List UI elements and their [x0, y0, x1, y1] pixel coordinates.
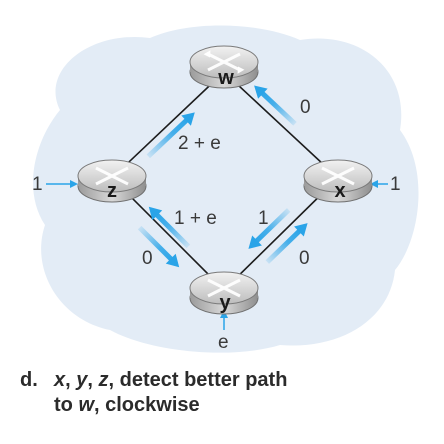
router-x-label: x — [334, 180, 345, 202]
caption: d. x, y, z, detect better path to w, clo… — [20, 368, 432, 418]
router-z — [77, 159, 147, 203]
label-y-to-z: 1 + e — [174, 208, 217, 229]
router-y-label: y — [219, 292, 231, 314]
message-arrows — [137, 85, 308, 268]
arrow-y-to-x — [265, 223, 308, 264]
router-w — [189, 45, 259, 89]
arrow-x-to-y — [248, 208, 291, 249]
network-cloud — [33, 25, 419, 353]
label-y-to-x: 0 — [299, 248, 310, 269]
input-arrow-z — [46, 180, 78, 188]
input-label-x: 1 — [390, 174, 401, 195]
caption-letter: d. — [20, 369, 38, 391]
label-z-to-y: 0 — [142, 248, 153, 269]
router-z-label: z — [107, 180, 117, 202]
router-w-label: w — [217, 67, 234, 89]
link-z-w — [111, 71, 225, 179]
caption-line-2: to w, clockwise — [54, 394, 200, 416]
arrow-z-to-w — [146, 112, 195, 159]
label-x-to-y: 1 — [258, 208, 269, 229]
arrow-z-to-y — [137, 225, 180, 268]
input-label-z: 1 — [32, 174, 43, 195]
input-arrow-x — [370, 180, 388, 188]
router-x — [303, 159, 373, 203]
link-w-x — [223, 71, 339, 179]
caption-line-1: x, y, z, detect better path — [54, 369, 288, 391]
label-x-to-w: 0 — [300, 97, 311, 118]
label-z-to-w: 2 + e — [178, 133, 221, 154]
arrow-y-to-z — [148, 206, 191, 249]
router-y — [189, 271, 259, 315]
arrow-x-to-w — [254, 85, 297, 126]
input-label-y: e — [218, 332, 229, 353]
